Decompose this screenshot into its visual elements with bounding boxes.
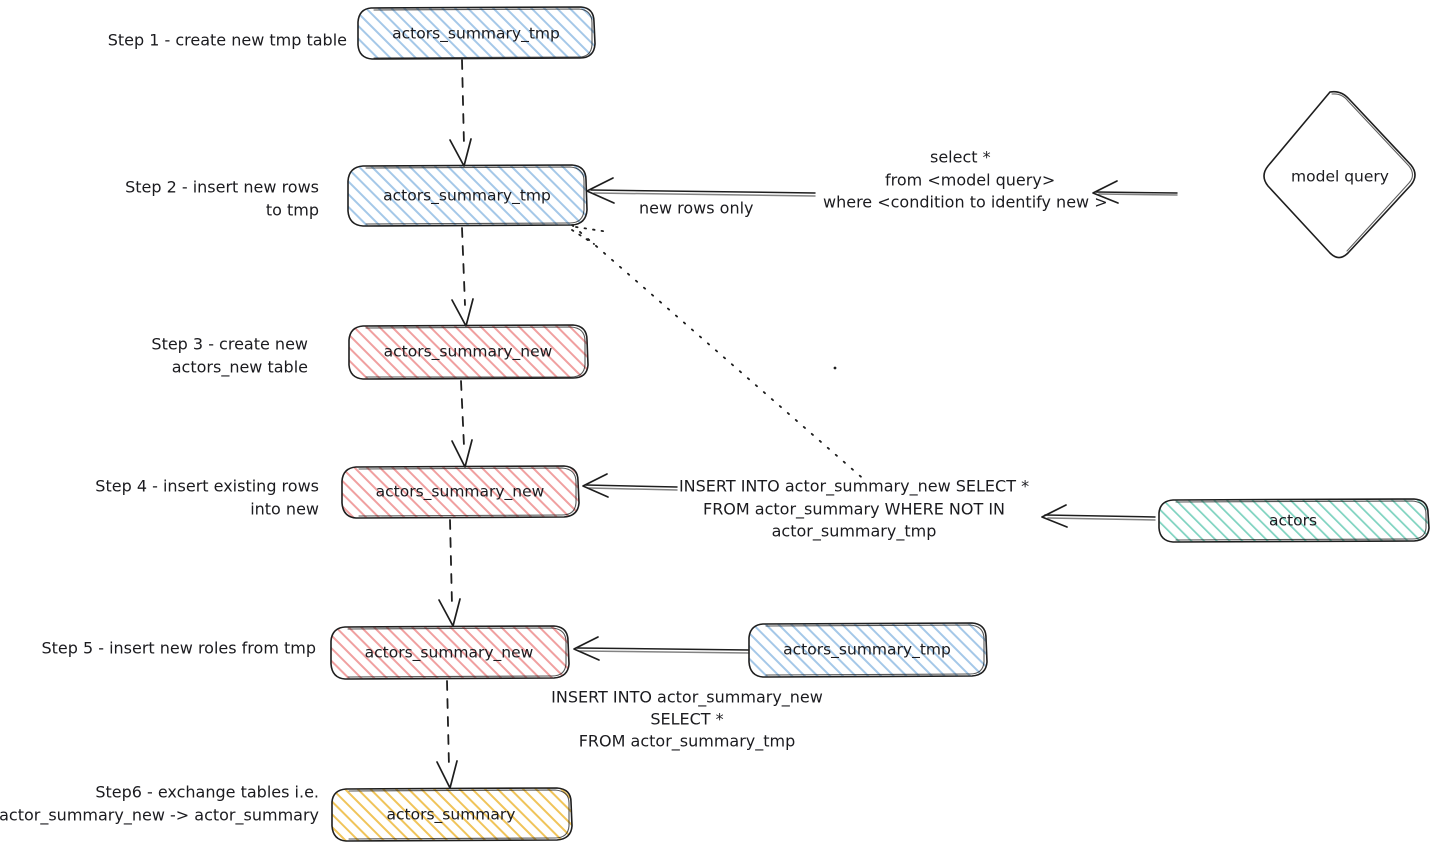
step-3-label-line1: Step 3 - create new [151, 335, 308, 354]
node-fill [349, 325, 588, 379]
node-actors-summary-new-3[interactable]: actors_summary_new [348, 324, 589, 380]
node-label: model query [1291, 168, 1389, 186]
node-fill [331, 626, 569, 679]
node-outline-sketch [348, 789, 570, 840]
step-6-group: Step6 - exchange tables i.e. actor_summa… [0, 783, 573, 842]
arrow-step1-to-step2 [449, 59, 472, 167]
step-2-group: Step 2 - insert new rows to tmp actors_s… [125, 90, 1416, 483]
edge-label-insert-new-roles-line3: FROM actor_summary_tmp [579, 732, 796, 752]
node-outline [357, 6, 596, 60]
node-outline [330, 625, 570, 680]
arrow-model-query-to-step2 [586, 177, 1178, 204]
step-2-label-line2: to tmp [266, 201, 319, 220]
node-label: actors_summary_new [376, 483, 545, 502]
edge-label-select-star: select * [930, 148, 991, 167]
arrow-step2-to-step3 [451, 227, 474, 327]
step-3-label-line2: actors_new table [172, 358, 308, 378]
dot-marker [833, 366, 837, 370]
step-2-label-line1: Step 2 - insert new rows [125, 178, 319, 197]
node-model-query-diamond[interactable]: model query [1263, 90, 1416, 259]
edge-label-where-condition: where <condition to identify new > [823, 193, 1108, 212]
step-1-group: Step 1 - create new tmp table actors_sum… [108, 6, 596, 167]
node-outline [341, 465, 580, 519]
arrow-step3-to-step4 [451, 380, 473, 468]
node-outline [1263, 90, 1416, 259]
arrow-actors-to-sql [1041, 504, 1156, 528]
node-actors-summary-tmp-2[interactable]: actors_summary_tmp [347, 164, 588, 227]
node-outline-sketch [365, 326, 586, 378]
node-fill [749, 623, 987, 677]
node-outline-sketch [347, 627, 567, 678]
node-outline [348, 324, 589, 380]
step-5-label: Step 5 - insert new roles from tmp [41, 639, 316, 658]
node-actors-summary-final[interactable]: actors_summary [331, 787, 573, 842]
step-6-label-line2: actor_summary_new -> actor_summary [0, 806, 319, 826]
edge-label-insert-new-roles-line2: SELECT * [650, 710, 723, 729]
step-4-group: Step 4 - insert existing rows into new a… [95, 465, 1430, 627]
step-5-group: Step 5 - insert new roles from tmp actor… [41, 622, 988, 789]
arrow-sql-to-step4 [582, 473, 678, 498]
step-6-label-line1: Step6 - exchange tables i.e. [95, 783, 319, 802]
arrow-tmp-to-step5 [573, 636, 750, 661]
node-outline-sketch [1331, 93, 1414, 252]
edge-label-new-rows-only: new rows only [639, 199, 754, 218]
node-fill [1159, 499, 1429, 542]
node-outline-sketch [358, 467, 577, 517]
node-label: actors_summary_new [384, 343, 553, 362]
node-actors-summary-new-4[interactable]: actors_summary_new [341, 465, 580, 519]
step-3-group: Step 3 - create new actors_new table act… [151, 324, 589, 468]
edge-label-insert-existing-line1: INSERT INTO actor_summary_new SELECT * [679, 477, 1029, 497]
node-actors-summary-new-5[interactable]: actors_summary_new [330, 625, 570, 680]
node-outline [331, 787, 573, 842]
node-outline-sketch [373, 8, 593, 59]
arrow-step4-to-step5 [438, 519, 461, 627]
node-fill [332, 788, 572, 841]
edge-label-from-model-query: from <model query> [885, 171, 1055, 190]
node-actors-summary-tmp-5[interactable]: actors_summary_tmp [748, 622, 988, 678]
node-label: actors_summary [387, 806, 516, 825]
edge-label-insert-existing-line2: FROM actor_summary WHERE NOT IN [703, 500, 1005, 520]
node-outline-sketch [1175, 500, 1427, 541]
node-label: actors_summary_tmp [392, 25, 560, 44]
step-4-label-line2: into new [250, 500, 319, 519]
arrow-step5-to-step6 [436, 680, 458, 789]
node-label: actors_summary_tmp [383, 187, 551, 206]
node-fill [358, 7, 595, 59]
node-outline [748, 622, 988, 678]
edge-label-insert-existing-line3: actor_summary_tmp [772, 522, 937, 542]
node-label: actors_summary_tmp [783, 641, 951, 660]
node-label: actors_summary_new [365, 644, 534, 663]
node-outline-sketch [365, 166, 585, 225]
step-4-label-line1: Step 4 - insert existing rows [95, 477, 319, 496]
node-fill [1264, 91, 1415, 258]
node-fill [348, 165, 587, 226]
step-1-label: Step 1 - create new tmp table [108, 31, 347, 50]
node-actors[interactable]: actors [1158, 498, 1430, 543]
node-actors-summary-tmp-1[interactable]: actors_summary_tmp [357, 6, 596, 60]
node-label: actors [1269, 512, 1317, 530]
node-fill [342, 466, 579, 518]
node-outline-sketch [765, 624, 985, 676]
node-outline [1158, 498, 1430, 543]
edge-label-insert-new-roles-line1: INSERT INTO actor_summary_new [551, 688, 823, 708]
dotted-connector-step2-to-step4-note [571, 224, 868, 483]
